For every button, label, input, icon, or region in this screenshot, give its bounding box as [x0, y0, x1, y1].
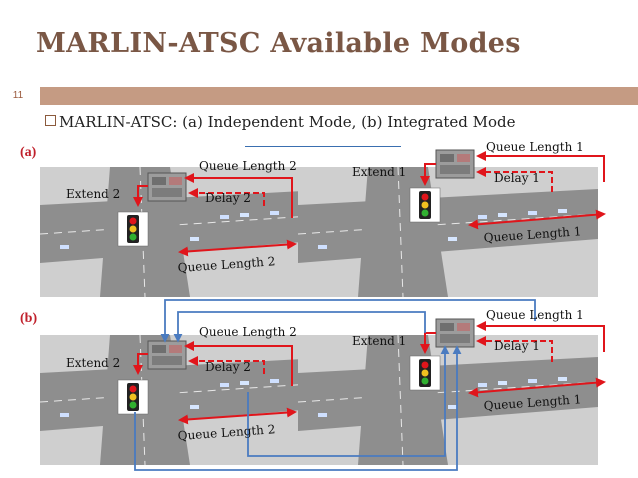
- diagram-element: [147, 172, 187, 202]
- label-extend: Extend 2: [66, 356, 120, 370]
- divider-line: [245, 146, 401, 147]
- panel-a-label: (a): [20, 145, 37, 160]
- label-queue-length-bottom: Queue Length 2: [177, 254, 276, 275]
- label-queue-length-bottom: Queue Length 2: [177, 422, 276, 443]
- panel-b-label: (b): [20, 311, 38, 326]
- label-delay: Delay 1: [494, 171, 540, 185]
- label-queue-length-bottom: Queue Length 1: [483, 392, 582, 413]
- bullet-text: MARLIN-ATSC: (a) Independent Mode, (b) I…: [45, 113, 516, 131]
- label-delay: Delay 2: [205, 191, 251, 205]
- label-delay: Delay 1: [494, 339, 540, 353]
- diagram-element: [435, 318, 475, 348]
- traffic-light-icon: [117, 379, 149, 415]
- intersection-b-left: [39, 334, 341, 466]
- label-queue-length: Queue Length 2: [199, 159, 297, 173]
- label-queue-length: Queue Length 2: [199, 325, 297, 339]
- label-extend: Extend 2: [66, 187, 120, 201]
- diagram-element: [147, 340, 187, 370]
- slide-title: MARLIN-ATSC Available Modes: [36, 28, 521, 59]
- bullet-label: MARLIN-ATSC: (a) Independent Mode, (b) I…: [59, 113, 516, 131]
- label-delay: Delay 2: [205, 360, 251, 374]
- label-queue-length-bottom: Queue Length 1: [483, 224, 582, 245]
- traffic-light-icon: [117, 211, 149, 247]
- bullet-box-icon: [45, 115, 56, 126]
- label-queue-length: Queue Length 1: [486, 140, 584, 154]
- label-extend: Extend 1: [352, 165, 406, 179]
- slide-number: 11: [0, 87, 36, 105]
- traffic-light-icon: [409, 355, 441, 391]
- header-band: [40, 87, 638, 105]
- traffic-light-icon: [409, 187, 441, 223]
- label-extend: Extend 1: [352, 334, 406, 348]
- diagram-element: [435, 149, 475, 179]
- label-queue-length: Queue Length 1: [486, 308, 584, 322]
